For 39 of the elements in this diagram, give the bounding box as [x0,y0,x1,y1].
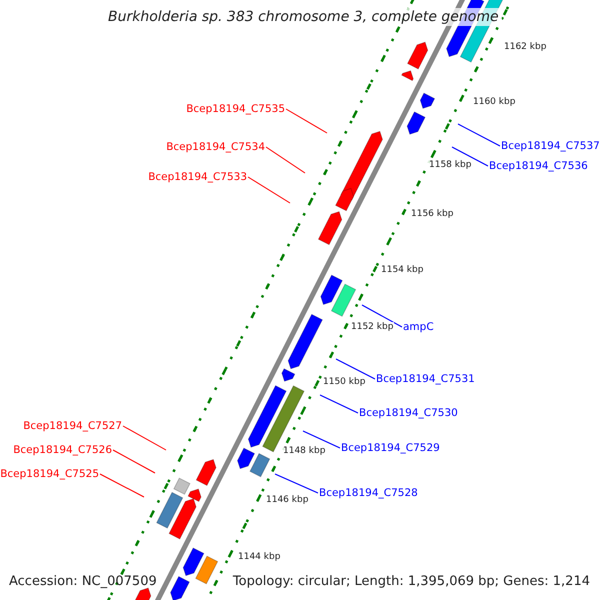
leader-line [112,450,156,474]
leader-line [320,394,358,414]
scale-label: 1160 kbp [472,97,516,107]
leader-line [336,358,376,380]
title: Burkholderia sp. 383 chromosome 3, complete genome [105,8,502,26]
gene-label: Bcep18194_C7529 [341,442,440,454]
gene-label: Bcep18194_C7527 [23,420,122,432]
gene-label: Bcep18194_C7530 [359,407,458,419]
scale-label: 1150 kbp [322,377,366,387]
leader-line [248,176,290,204]
gene-label: Bcep18194_C7525 [0,468,99,480]
scale-label: 1156 kbp [410,209,454,219]
leader-line [100,474,144,498]
leader-line [274,474,318,494]
gene-label: Bcep18194_C7528 [319,487,418,499]
gene-label: Bcep18194_C7535 [186,103,285,115]
gene-label: Bcep18194_C7531 [376,373,475,385]
accession-text: Accession: NC_007509 [9,574,157,589]
leader-line [122,426,166,450]
gene-label: Bcep18194_C7533 [148,171,247,183]
gene-label: Bcep18194_C7537 [501,140,600,152]
scale-label: 1148 kbp [282,446,326,456]
gene-label: Bcep18194_C7534 [166,141,265,153]
scale-label: 1154 kbp [380,265,424,275]
scale-label: 1158 kbp [428,160,472,170]
gene-label: Bcep18194_C7536 [489,160,588,172]
leader-line [362,304,402,328]
leader-line [452,146,488,166]
leader-line [266,146,306,174]
leader-line [302,430,340,448]
gene-label: ampC [403,321,434,333]
scale-label: 1162 kbp [503,42,548,52]
leader-line [286,108,328,134]
scale-label: 1152 kbp [350,322,394,332]
topology-text: Topology: circular; Length: 1,395,069 bp; Genes: 1,214 [232,574,590,589]
gene-label: Bcep18194_C7526 [13,444,112,456]
scale-label: 1146 kbp [265,495,310,505]
leader-line [458,124,500,146]
scale-label: 1144 kbp [237,552,282,562]
